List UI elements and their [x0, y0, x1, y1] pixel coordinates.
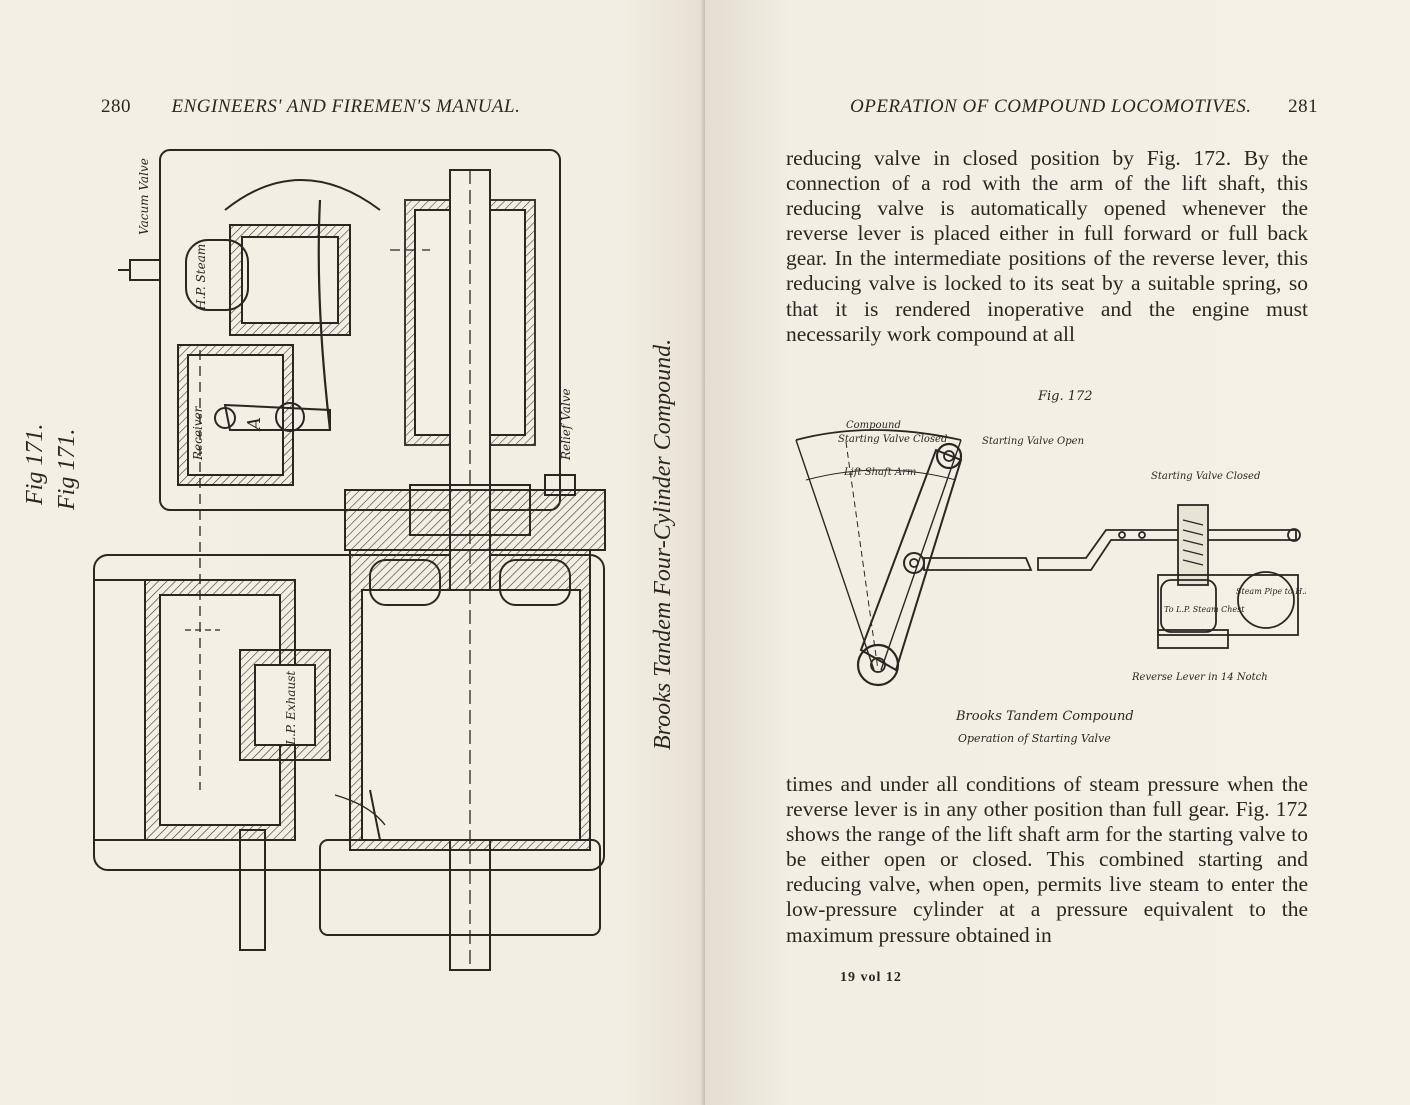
left-page: 280 ENGINEERS' AND FIREMEN'S MANUAL. Fig… — [0, 0, 705, 1105]
figure-172-label: Fig. 172 — [1037, 389, 1093, 404]
figure-171-caption: Brooks Tandem Four-Cylinder Compound. — [650, 338, 676, 750]
figure-label-171-b: Fig 171. — [54, 428, 80, 510]
figure-172-caption-subtitle: Operation of Starting Valve — [958, 732, 1111, 745]
label-letter-a: A — [244, 417, 265, 432]
paragraph-1-text: reducing valve in closed position by Fig… — [786, 146, 1308, 346]
label-reverse-lever: Reverse Lever in 14 Notch — [1131, 672, 1268, 683]
figure-171-drawing: Vacum Valve H.P. Steam Receiver A Relief… — [93, 149, 606, 971]
label-lp-exhaust: L.P. Exhaust — [284, 671, 298, 746]
printer-signature: 19 vol 12 — [840, 970, 902, 985]
left-running-title: ENGINEERS' AND FIREMEN'S MANUAL. — [171, 96, 521, 117]
label-compound: Compound — [846, 420, 901, 431]
left-running-head: 280 ENGINEERS' AND FIREMEN'S MANUAL. — [101, 96, 520, 118]
label-receiver: Receiver — [191, 405, 205, 461]
label-hp-steam: H.P. Steam — [194, 244, 208, 311]
label-steam-pipe: Steam Pipe to H.P. Cylr. — [1236, 587, 1306, 596]
figure-172-drawing: Fig. 172 — [795, 389, 1306, 745]
label-to-lp-steam-chest: To L.P. Steam Chest — [1164, 605, 1245, 614]
label-lift-shaft-arm: Lift Shaft Arm — [843, 467, 916, 478]
right-page: OPERATION OF COMPOUND LOCOMOTIVES. 281 — [705, 0, 1410, 1105]
figure-label-171-a: Fig 171. — [22, 423, 48, 505]
body-paragraph-1: reducing valve in closed position by Fig… — [786, 146, 1308, 347]
paragraph-2-text: times and under all conditions of steam … — [786, 772, 1308, 947]
label-starting-valve-closed-right: Starting Valve Closed — [1151, 471, 1260, 482]
label-starting-valve-closed-left: Starting Valve Closed — [838, 434, 947, 445]
body-paragraph-2: times and under all conditions of steam … — [786, 772, 1308, 948]
label-starting-valve-open: Starting Valve Open — [982, 436, 1084, 447]
label-vacuum-valve: Vacum Valve — [137, 158, 151, 235]
figure-172-caption-title: Brooks Tandem Compound — [955, 709, 1134, 724]
label-relief-valve: Relief Valve — [559, 388, 573, 461]
right-page-number: 281 — [1288, 96, 1319, 117]
right-running-title: OPERATION OF COMPOUND LOCOMOTIVES. — [850, 96, 1252, 117]
left-page-number: 280 — [101, 96, 131, 117]
right-running-head: OPERATION OF COMPOUND LOCOMOTIVES. 281 — [850, 96, 1318, 118]
